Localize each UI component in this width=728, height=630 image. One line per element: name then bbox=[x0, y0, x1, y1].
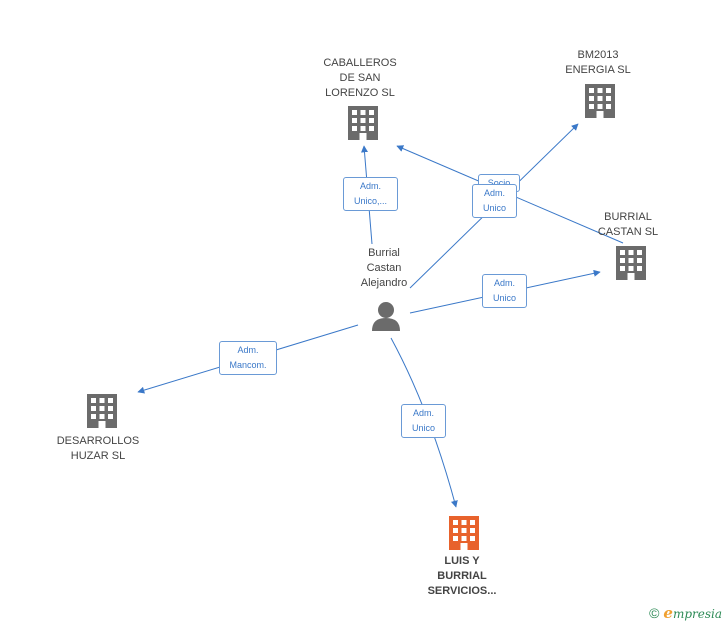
brand-initial: e bbox=[663, 604, 673, 622]
company-label: BM2013 ENERGIA SL bbox=[565, 49, 631, 76]
person-label: Burrial Castan Alejandro bbox=[360, 247, 408, 289]
edge-label-caballeros[interactable]: Adm. Unico,... bbox=[343, 177, 398, 211]
copyright-symbol: © bbox=[649, 605, 660, 621]
building-icon-luis-burrial bbox=[449, 516, 479, 550]
company-node-bm2013[interactable]: BM2013 ENERGIA SL bbox=[548, 48, 648, 78]
company-label: CABALLEROS DE SAN LORENZO SL bbox=[323, 57, 397, 99]
edge-label-luis-burrial[interactable]: Adm. Unico bbox=[401, 404, 446, 438]
brand-footer: © empresia bbox=[649, 604, 722, 622]
person-node[interactable]: Burrial Castan Alejandro bbox=[334, 246, 434, 291]
company-node-burrial-castan[interactable]: BURRIAL CASTAN SL bbox=[578, 210, 678, 240]
company-node-caballeros[interactable]: CABALLEROS DE SAN LORENZO SL bbox=[310, 56, 410, 101]
edge-label-burrial-castan[interactable]: Adm. Unico bbox=[482, 274, 527, 308]
edge-label-bm2013-adm[interactable]: Adm. Unico bbox=[472, 184, 517, 218]
building-icon-caballeros bbox=[348, 106, 378, 140]
company-label: LUIS Y BURRIAL SERVICIOS... bbox=[427, 555, 497, 597]
person-icon bbox=[372, 302, 400, 331]
building-icon-burrial-castan bbox=[616, 246, 646, 280]
brand-logo[interactable]: empresia bbox=[663, 604, 722, 622]
edge-label-desarrollos[interactable]: Adm. Mancom. bbox=[219, 341, 277, 375]
company-node-luis-burrial[interactable]: LUIS Y BURRIAL SERVICIOS... bbox=[412, 554, 512, 599]
company-label: DESARROLLOS HUZAR SL bbox=[56, 435, 140, 462]
company-node-desarrollos[interactable]: DESARROLLOS HUZAR SL bbox=[48, 434, 148, 464]
brand-name: mpresia bbox=[672, 607, 722, 621]
building-icon-bm2013 bbox=[585, 84, 615, 118]
building-icon-desarrollos bbox=[87, 394, 117, 428]
company-label: BURRIAL CASTAN SL bbox=[597, 211, 659, 238]
